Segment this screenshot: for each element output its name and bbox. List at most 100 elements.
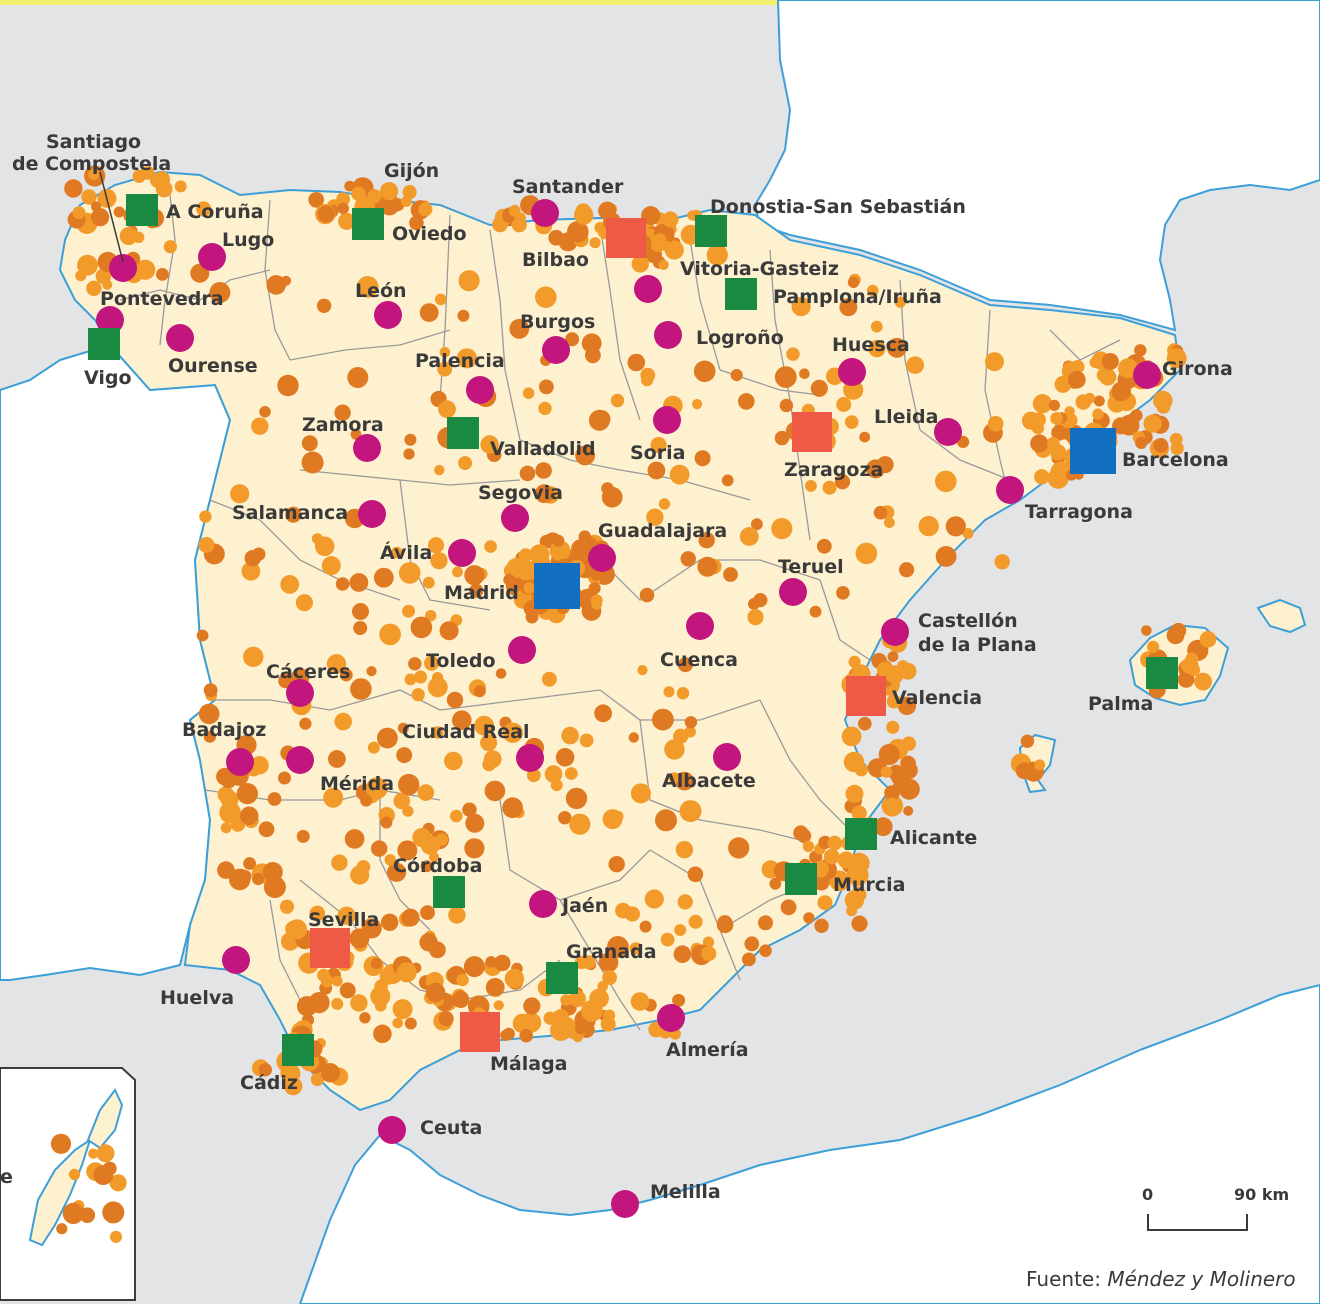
small-town-dot — [360, 794, 373, 807]
small-town-dot — [851, 805, 867, 821]
label-castellon-2: de la Plana — [918, 634, 1037, 656]
small-town-dot — [552, 534, 565, 547]
small-town-dot — [1067, 370, 1086, 389]
small-town-dot — [805, 480, 817, 492]
marker-castellon — [881, 618, 909, 646]
small-town-dot — [474, 715, 495, 736]
small-town-dot — [878, 743, 900, 766]
small-town-dot — [684, 716, 698, 729]
small-town-dot — [337, 202, 350, 215]
small-town-dot — [774, 430, 790, 446]
label-murcia: Murcia — [833, 874, 905, 896]
small-town-dot — [522, 387, 535, 400]
small-town-dot — [796, 828, 812, 843]
small-town-dot — [412, 828, 432, 848]
small-town-dot — [1075, 394, 1092, 410]
small-town-dot — [1147, 640, 1160, 653]
small-town-dot — [658, 498, 671, 510]
small-town-dot — [721, 474, 734, 487]
small-town-dot — [751, 518, 763, 531]
small-town-dot — [296, 829, 310, 843]
small-town-dot — [338, 212, 356, 230]
label-oviedo: Oviedo — [392, 223, 467, 245]
small-town-dot — [541, 671, 557, 687]
small-town-dot — [799, 368, 810, 380]
label-lugo: Lugo — [222, 229, 274, 251]
small-town-dot — [483, 750, 502, 768]
label-cadiz: Cádiz — [240, 1072, 298, 1094]
marker-leon — [374, 301, 402, 329]
small-town-dot — [77, 254, 98, 276]
small-town-dot — [590, 594, 603, 607]
france-land — [753, 0, 1320, 332]
small-town-dot — [887, 337, 907, 358]
marker-albacete — [713, 743, 741, 771]
label-teruel: Teruel — [778, 556, 844, 578]
small-town-dot — [404, 433, 417, 446]
small-town-dot — [855, 542, 878, 565]
small-town-dot — [747, 609, 764, 626]
small-town-dot — [610, 393, 625, 408]
small-town-dot — [567, 221, 589, 243]
small-town-dot — [220, 822, 232, 834]
small-town-dot — [561, 726, 579, 745]
small-town-dot — [891, 768, 909, 787]
small-town-dot — [387, 862, 407, 882]
small-town-dot — [420, 860, 433, 873]
small-town-dot — [430, 552, 448, 570]
small-town-dot — [742, 952, 756, 967]
small-town-dot — [370, 957, 382, 970]
marker-donostia — [695, 215, 727, 247]
small-town-dot — [464, 565, 485, 586]
small-town-dot — [677, 894, 693, 910]
label-toledo: Toledo — [426, 650, 496, 672]
small-town-dot — [630, 783, 651, 804]
small-town-dot — [668, 772, 680, 784]
small-town-dot — [837, 851, 855, 869]
small-town-dot — [228, 868, 251, 891]
small-town-dot — [658, 259, 669, 270]
small-town-dot — [887, 651, 899, 662]
small-town-dot — [500, 1029, 512, 1042]
small-town-dot — [831, 871, 849, 889]
small-town-dot — [594, 704, 612, 723]
small-town-dot — [403, 448, 415, 460]
small-town-dot — [480, 734, 498, 752]
marker-huelva — [222, 946, 250, 974]
africa-land — [298, 983, 1320, 1304]
small-town-dot — [422, 576, 435, 589]
small-town-dot — [744, 936, 760, 952]
small-town-dot — [850, 886, 867, 903]
small-town-dot — [935, 546, 957, 567]
marker-avila — [448, 539, 476, 567]
small-town-dot — [644, 889, 664, 909]
small-town-dot — [365, 777, 388, 800]
small-town-dot — [150, 173, 165, 188]
small-town-dot — [321, 556, 341, 576]
small-town-dot — [278, 771, 291, 785]
portugal-land — [0, 343, 232, 981]
small-town-dot — [473, 685, 486, 698]
small-town-dot — [680, 551, 696, 567]
small-town-dot — [81, 189, 97, 205]
small-town-dot — [555, 748, 575, 767]
small-town-dot — [504, 968, 525, 989]
small-town-dot — [903, 805, 914, 816]
small-town-dot — [899, 662, 917, 680]
small-town-dot — [631, 255, 649, 273]
source-prefix: Fuente: — [1026, 1267, 1107, 1291]
small-town-dot — [509, 318, 530, 339]
small-town-dot — [1170, 622, 1187, 639]
small-town-dot — [1143, 414, 1162, 433]
small-town-dot — [836, 397, 852, 412]
small-town-dot — [347, 367, 369, 388]
label-vigo: Vigo — [84, 367, 132, 389]
small-town-dot — [564, 767, 578, 780]
small-town-dot — [371, 840, 388, 857]
label-albacete: Albacete — [662, 770, 756, 792]
small-town-dot — [676, 687, 690, 700]
small-town-dot — [589, 237, 601, 249]
small-town-dot — [351, 186, 366, 202]
small-town-dot — [519, 465, 536, 482]
marker-santander — [531, 199, 559, 227]
